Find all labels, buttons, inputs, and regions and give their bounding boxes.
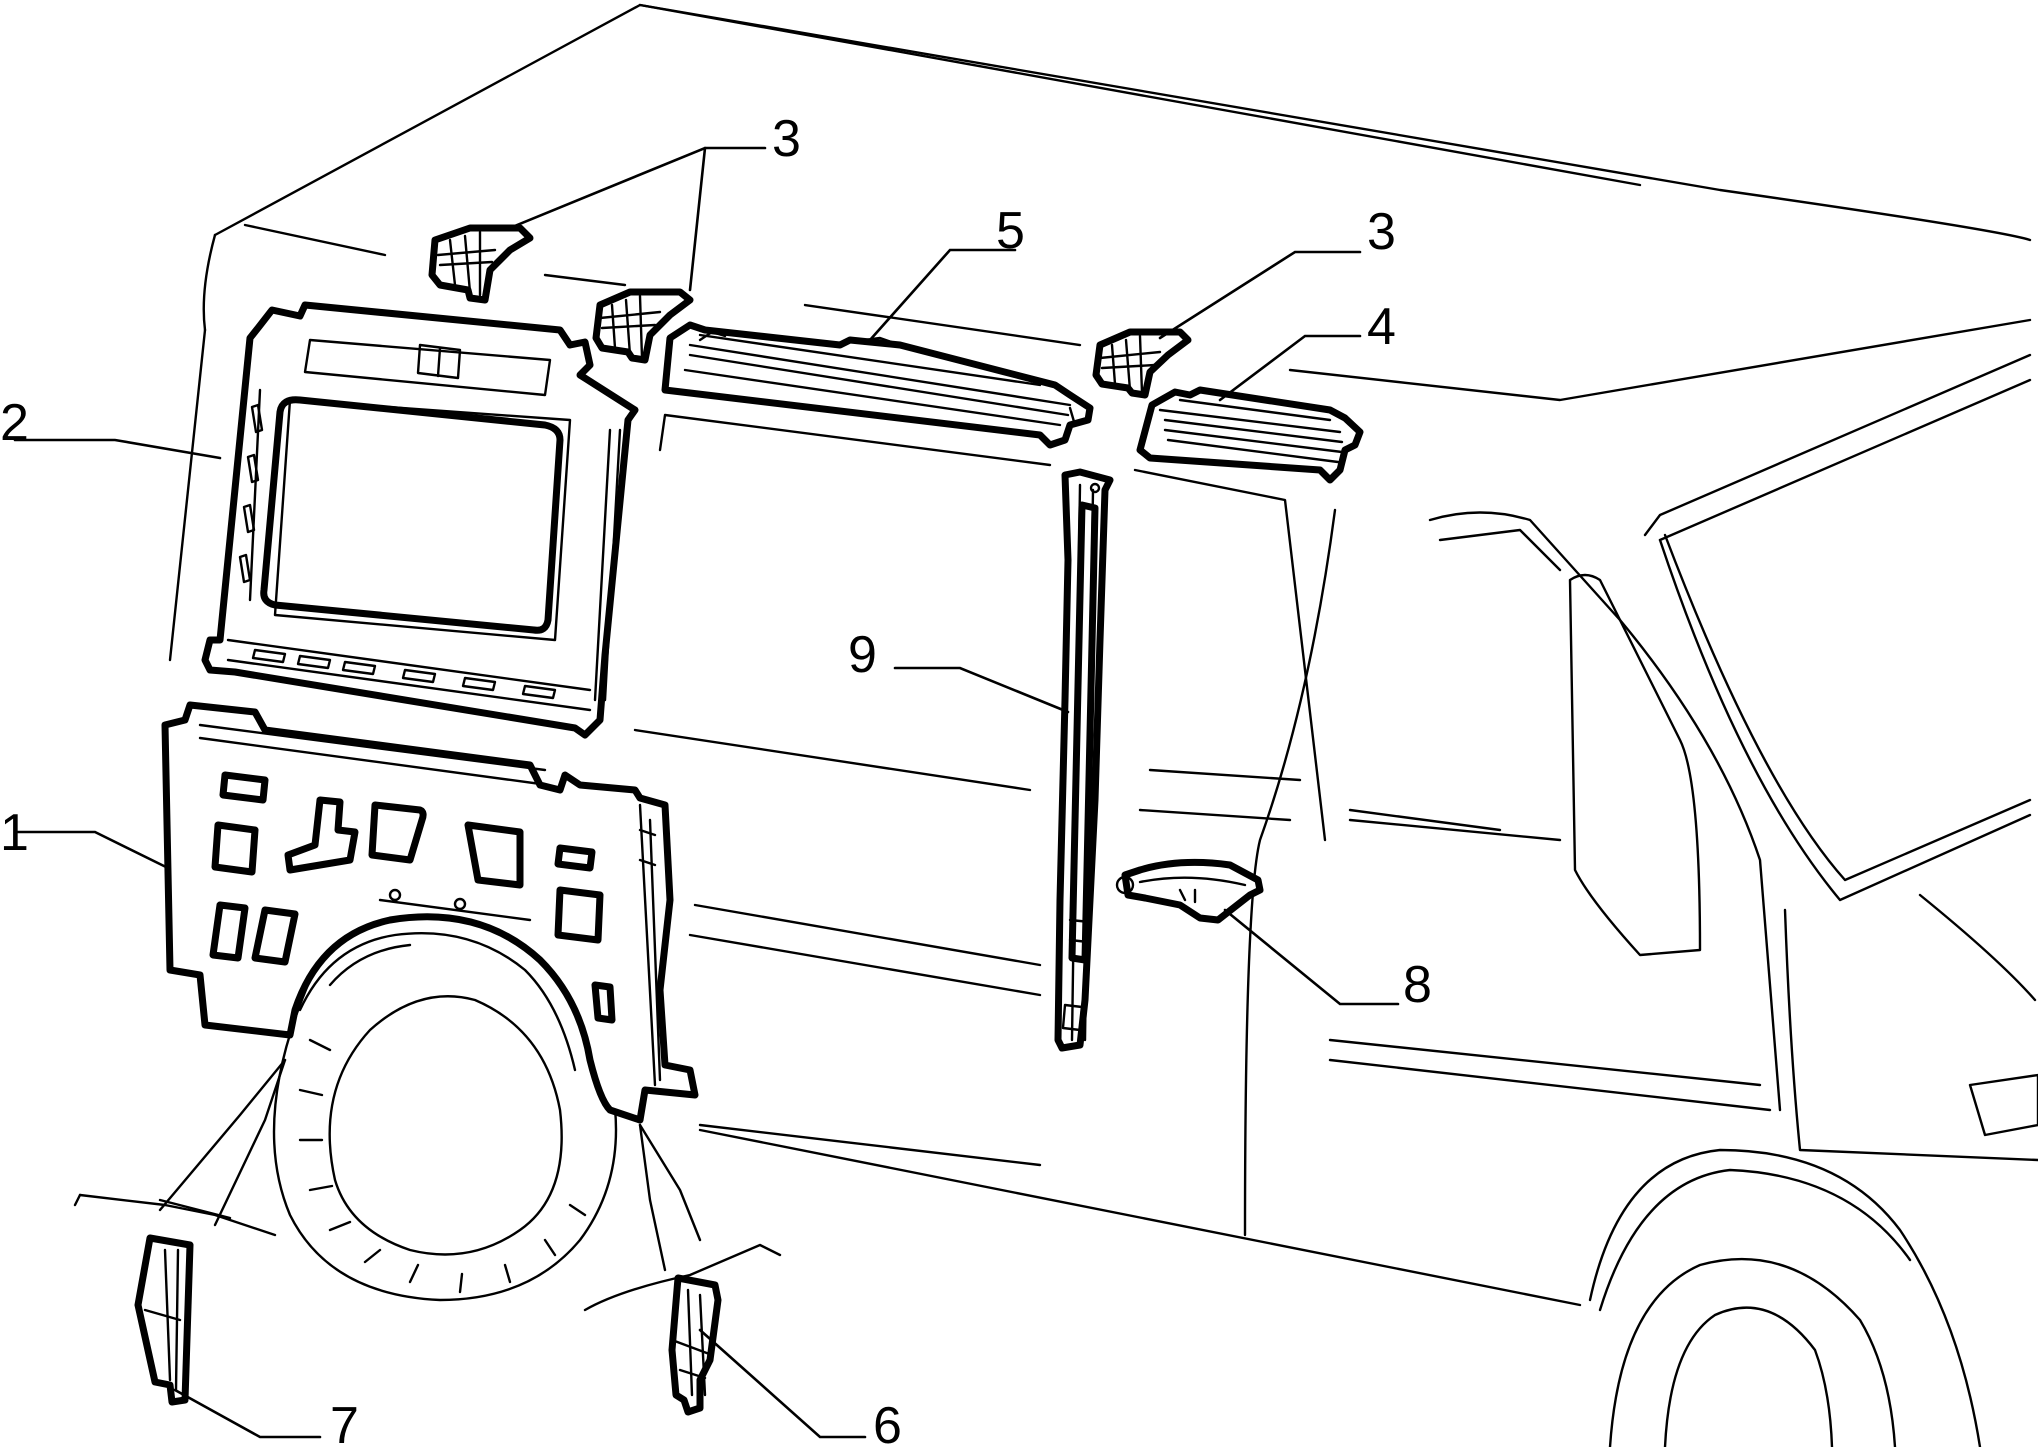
part-7-bracket bbox=[134, 1234, 194, 1406]
callout-1: 1 bbox=[0, 804, 29, 862]
van-body-outline bbox=[73, 3, 2038, 1447]
part-3-roof-bracket-right bbox=[1092, 328, 1192, 399]
callout-3-left: 3 bbox=[772, 110, 801, 168]
callout-7: 7 bbox=[330, 1397, 359, 1447]
part-3-roof-bracket-middle bbox=[592, 288, 694, 364]
part-8-bracket bbox=[1115, 858, 1264, 924]
callout-5: 5 bbox=[996, 202, 1025, 260]
callout-9: 9 bbox=[848, 626, 877, 684]
callout-3-right: 3 bbox=[1367, 203, 1396, 261]
part-3-roof-bracket-left bbox=[428, 224, 534, 304]
callout-4: 4 bbox=[1367, 298, 1396, 356]
callout-2: 2 bbox=[0, 394, 29, 452]
callout-leaders bbox=[13, 146, 1400, 1439]
part-2-upper-rear-panel bbox=[201, 301, 639, 739]
part-4-front-roof-rail bbox=[1136, 386, 1364, 484]
part-9-pillar bbox=[1054, 468, 1114, 1052]
callout-6: 6 bbox=[873, 1397, 902, 1447]
part-1-lower-rear-panel bbox=[161, 701, 699, 1124]
callout-labels: 1 2 3 3 4 5 6 7 8 9 bbox=[0, 110, 1432, 1447]
part-5-roof-rail bbox=[661, 321, 1094, 449]
callout-8: 8 bbox=[1403, 956, 1432, 1014]
part-6-bracket bbox=[668, 1274, 722, 1416]
